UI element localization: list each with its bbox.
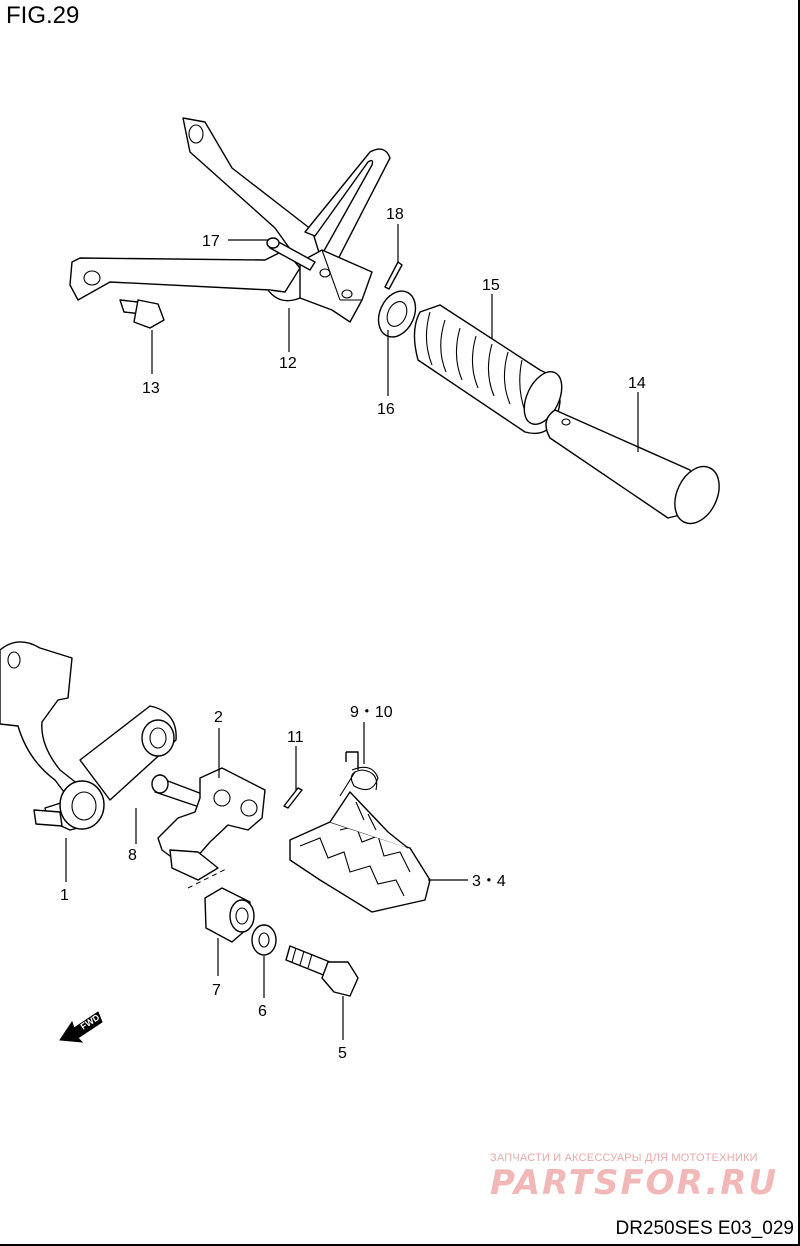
callout-numbers: 17 18 15 14 12 13 16 2 9・10 11 8 3・4 1 7… <box>60 206 646 1062</box>
forward-direction-arrow: FWD <box>59 1011 103 1043</box>
callout-13: 13 <box>142 380 160 397</box>
hinge-cotter-pin <box>283 787 303 809</box>
watermark-logo: PARTSFOR.RU <box>490 1163 779 1203</box>
callout-18: 18 <box>386 206 404 223</box>
callout-7: 7 <box>212 982 221 999</box>
front-footrest-bracket <box>0 641 177 831</box>
footrest-peg <box>545 409 720 525</box>
cotter-pin <box>384 261 403 290</box>
callout-5: 5 <box>338 1045 347 1062</box>
callout-12: 12 <box>279 355 297 372</box>
watermark-tagline: ЗАПЧАСТИ И АКСЕССУАРЫ ДЛЯ МОТОТЕХНИКИ <box>490 1152 758 1164</box>
return-spring <box>339 751 379 797</box>
footrest-hinge-bracket <box>157 767 266 881</box>
figure-title: FIG.29 <box>6 2 80 29</box>
right-border <box>798 0 800 1246</box>
diagram-code: DR250SES E03_029 <box>615 1218 794 1239</box>
callout-17: 17 <box>202 233 220 250</box>
callout-1: 1 <box>60 887 69 904</box>
callout-11: 11 <box>287 729 304 746</box>
callout-9-10: 9・10 <box>350 704 393 721</box>
washer <box>377 290 417 338</box>
callout-8: 8 <box>128 847 137 864</box>
callout-3-4: 3・4 <box>472 873 506 890</box>
rear-footrest-bracket <box>69 117 391 323</box>
callout-16: 16 <box>377 401 395 418</box>
callout-14: 14 <box>628 375 646 392</box>
leader-lines <box>65 224 639 1040</box>
hinge-bolt <box>285 945 359 997</box>
collar <box>204 887 255 943</box>
callout-6: 6 <box>258 1003 267 1020</box>
rear-footrest-pin <box>266 237 316 271</box>
callout-15: 15 <box>482 277 500 294</box>
collar-washer <box>251 924 277 956</box>
bottom-border <box>0 1244 800 1246</box>
front-footrest-peg <box>289 791 431 913</box>
bracket-bolt <box>119 299 165 329</box>
callout-2: 2 <box>214 709 223 726</box>
